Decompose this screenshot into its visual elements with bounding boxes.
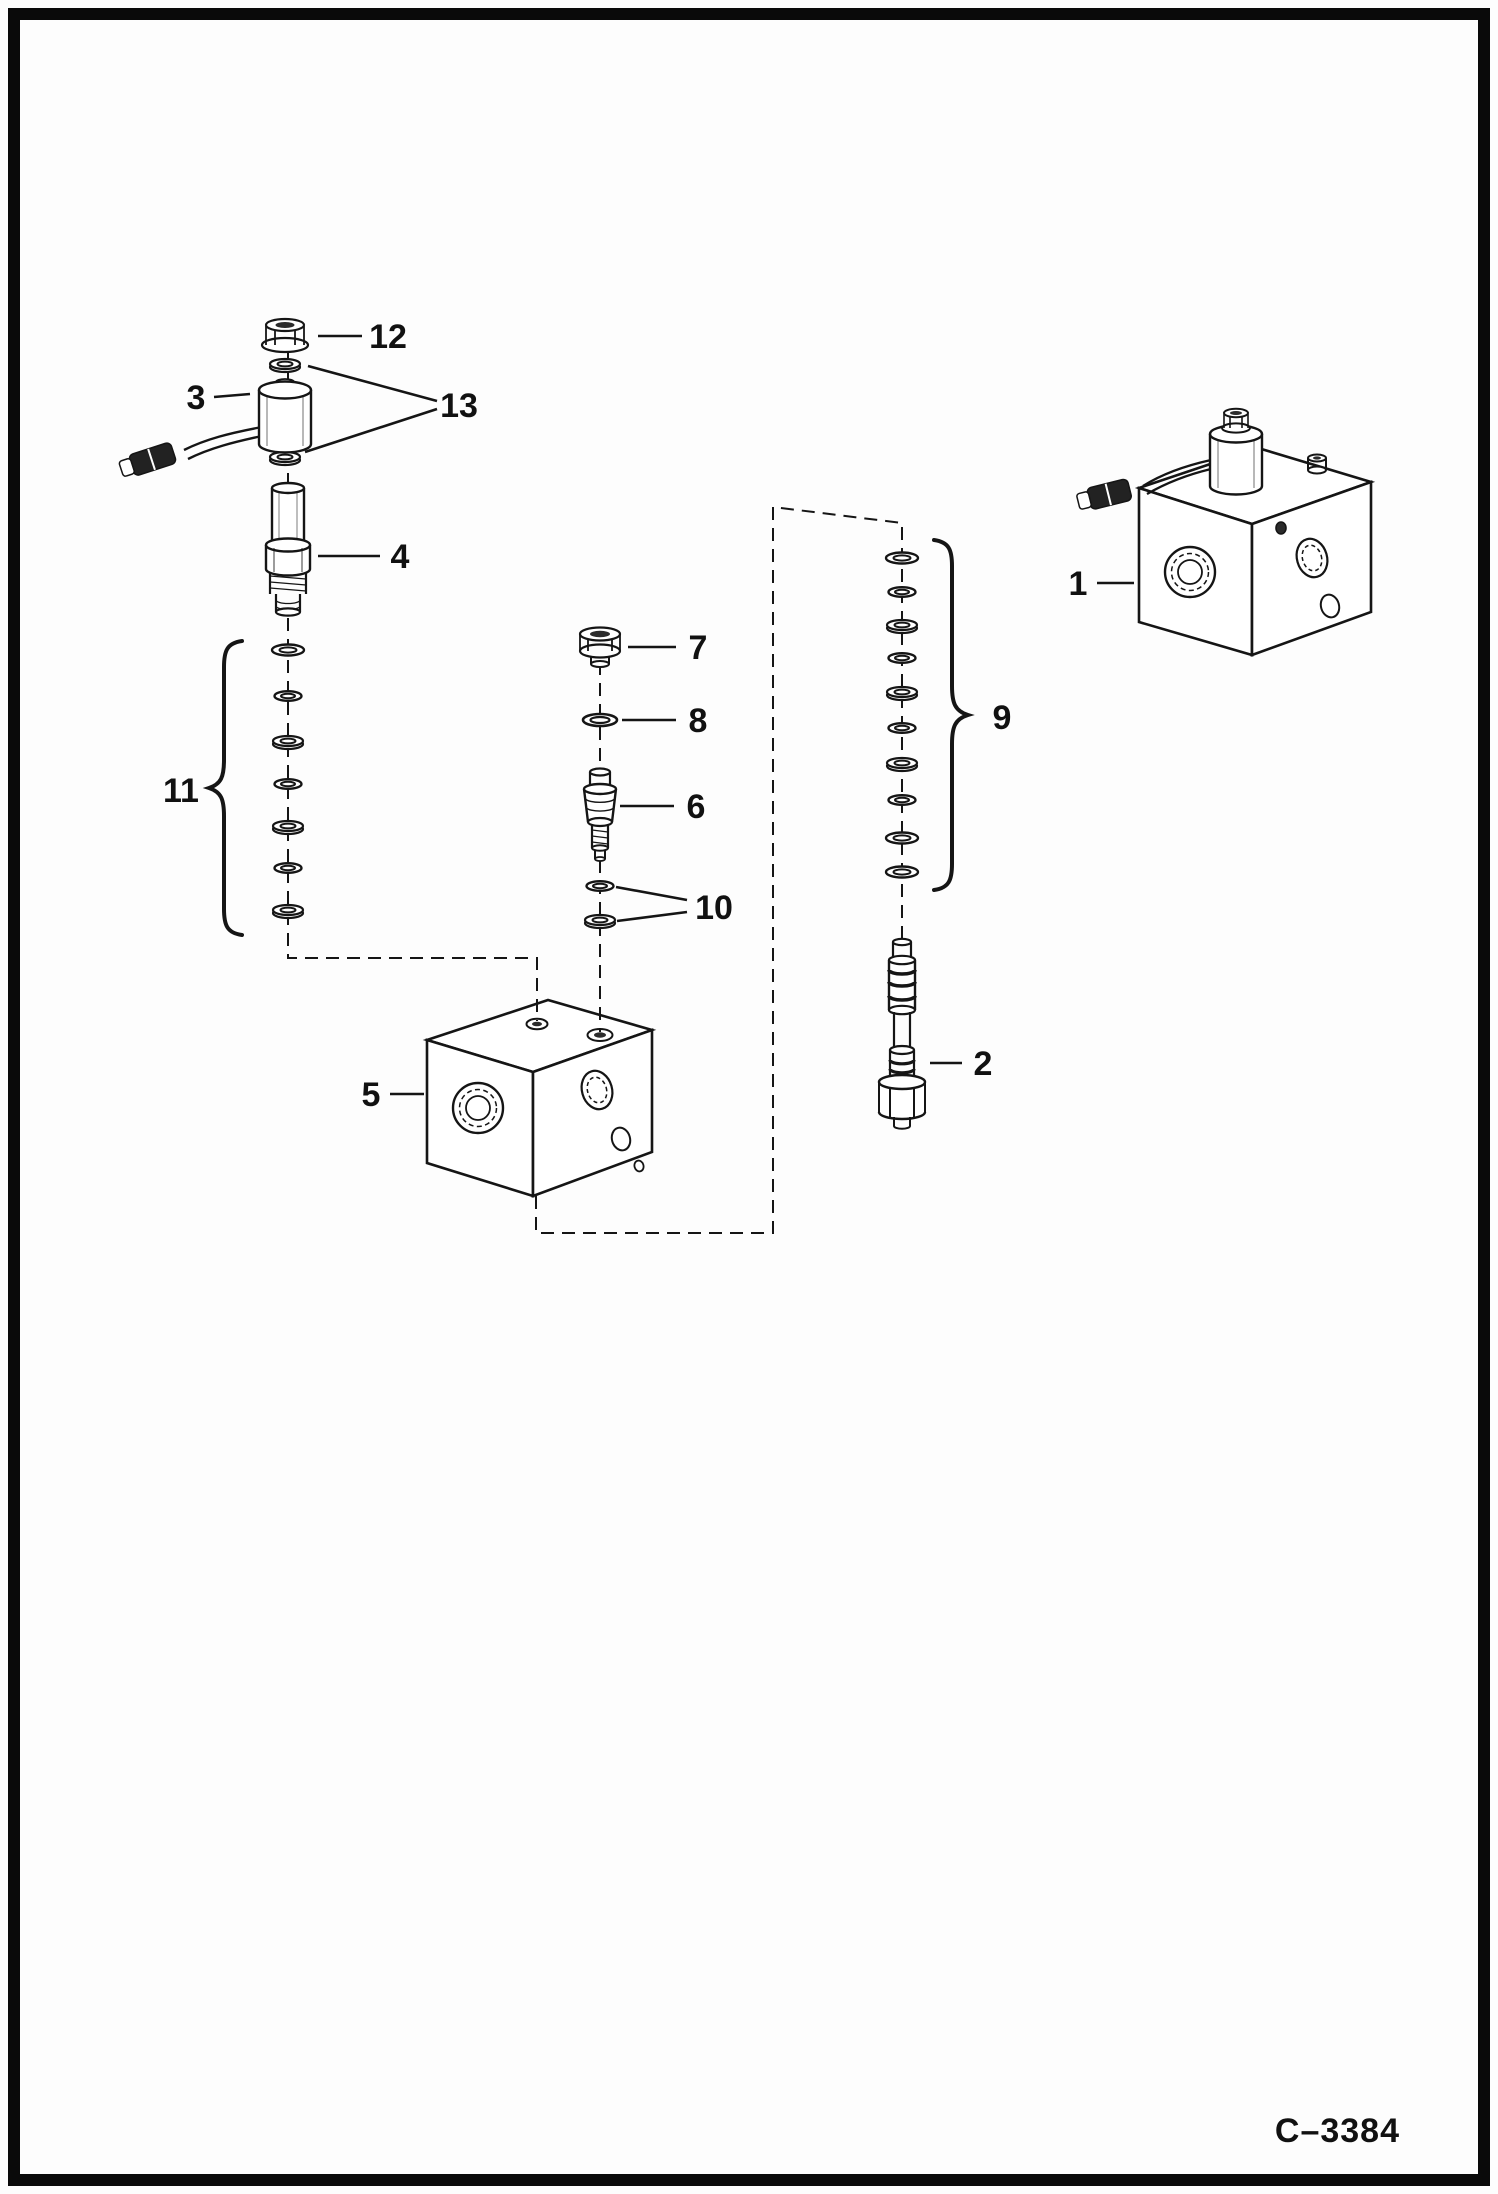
callout-6-label: 6	[687, 788, 706, 826]
block1-solenoid-wire	[1142, 458, 1212, 496]
callout-9-label: 9	[993, 699, 1012, 737]
part-8-o-ring	[581, 712, 619, 728]
backup-washer	[271, 819, 305, 836]
washer-10-upper	[585, 880, 615, 892]
seal-ring	[887, 794, 917, 806]
callout-13-leader-upper	[307, 364, 438, 403]
callout-12-label: 12	[369, 318, 407, 356]
block5-side-ports	[580, 1069, 645, 1173]
seal-ring	[273, 862, 303, 874]
part-5-valve-block	[422, 998, 657, 1198]
figure-code: C–3384	[1275, 2112, 1400, 2150]
backup-washer	[885, 618, 919, 635]
callout-4-label: 4	[391, 538, 410, 576]
seal-ring	[887, 722, 917, 734]
seal-ring	[887, 586, 917, 598]
callout-13-label: 13	[440, 387, 478, 425]
backup-washer	[271, 734, 305, 751]
block1-front-threaded-port	[1163, 545, 1217, 599]
washer-13-upper	[268, 357, 302, 374]
block1-top-stud	[1307, 453, 1327, 475]
callout-3-leader	[213, 392, 251, 399]
callout-8-label: 8	[689, 702, 708, 740]
block1-wire-connector	[1076, 478, 1132, 510]
bracket-9	[932, 538, 975, 892]
callout-10-leader-lower	[616, 910, 688, 923]
part-4-cartridge-valve	[264, 481, 312, 617]
callout-13-leader-lower	[304, 407, 438, 454]
backup-washer	[271, 903, 305, 920]
seal-ring	[273, 778, 303, 790]
seal-ring	[884, 551, 920, 565]
block1-solenoid-coil	[1208, 407, 1264, 496]
backup-washer	[885, 685, 919, 702]
bracket-11	[202, 639, 244, 937]
centerline-left-stack-to-block	[287, 618, 538, 1021]
washer-13-lower	[268, 450, 302, 467]
callout-10-label: 10	[695, 889, 733, 927]
seal-ring	[884, 831, 920, 845]
part-12-hex-nut	[260, 317, 310, 354]
callout-3-label: 3	[187, 379, 206, 417]
backup-washer	[885, 756, 919, 773]
part-3-solenoid-coil	[118, 378, 313, 477]
seal-ring	[884, 865, 920, 879]
part-7-hex-plug	[578, 626, 622, 668]
callout-10-leader-upper	[615, 885, 688, 902]
callout-leader-lines	[213, 334, 1134, 1096]
callout-11-label: 11	[163, 772, 199, 810]
part-6-relief-valve-cartridge	[582, 767, 618, 862]
part-2-cartridge-valve	[877, 937, 927, 1130]
callout-7-label: 7	[689, 629, 708, 667]
block1-side-ports	[1275, 521, 1341, 619]
seal-ring	[270, 643, 306, 657]
block5-front-threaded-port	[451, 1081, 505, 1135]
callout-1-label: 1	[1069, 565, 1088, 603]
callout-2-label: 2	[974, 1045, 993, 1083]
callout-5-label: 5	[362, 1076, 381, 1114]
part-1-valve-block-assembly	[1076, 407, 1376, 657]
seal-ring	[887, 652, 917, 664]
coil3-wire-connector	[118, 442, 177, 477]
coil3-wire	[183, 425, 263, 461]
washer-10-lower	[583, 913, 617, 930]
seal-ring	[273, 690, 303, 702]
